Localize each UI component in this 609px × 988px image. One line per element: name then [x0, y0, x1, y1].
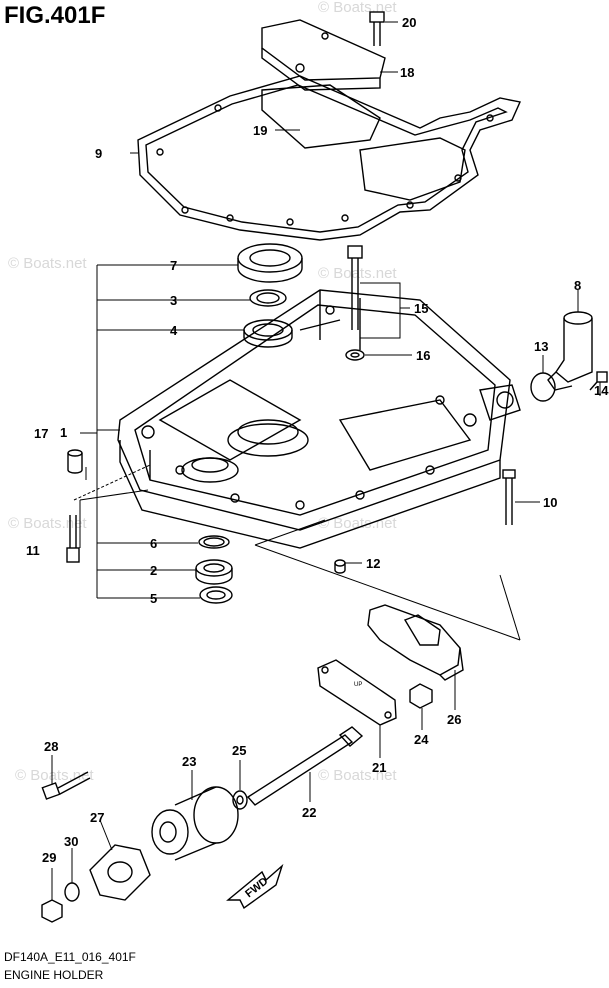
- part-3-seal[interactable]: [249, 289, 287, 307]
- drawing-code: DF140A_E11_016_401F: [4, 950, 136, 964]
- callout-29: 29: [42, 850, 56, 865]
- part-5-seal[interactable]: [199, 586, 233, 604]
- part-11-bolt[interactable]: [66, 515, 80, 563]
- callout-12: 12: [366, 556, 380, 571]
- part-27-bracket[interactable]: [89, 844, 151, 901]
- fwd-arrow: FWD: [226, 863, 284, 910]
- part-16-washer[interactable]: [345, 349, 365, 361]
- callout-22: 22: [302, 805, 316, 820]
- callout-1: 1: [60, 425, 67, 440]
- callout-24: 24: [414, 732, 429, 747]
- callout-15: 15: [414, 301, 428, 316]
- part-12-pin[interactable]: [334, 559, 346, 574]
- part-23-rubber-mount[interactable]: [151, 786, 239, 861]
- watermark: © Boats.net: [318, 0, 397, 16]
- part-26-bracket[interactable]: [367, 604, 464, 681]
- watermark: © Boats.net: [8, 255, 87, 272]
- callout-26: 26: [447, 712, 461, 727]
- part-20-bolt[interactable]: [369, 11, 385, 46]
- svg-text:UP: UP: [354, 682, 362, 688]
- callout-2: 2: [150, 563, 157, 578]
- callout-30: 30: [64, 834, 78, 849]
- part-29-nut[interactable]: [41, 899, 63, 923]
- part-15-bolt[interactable]: [347, 245, 363, 330]
- leader-lines: [51, 21, 601, 900]
- part-9-gasket[interactable]: [137, 75, 521, 241]
- figure-title: FIG.401F: [4, 2, 106, 29]
- callout-13: 13: [534, 339, 548, 354]
- callout-10: 10: [543, 495, 557, 510]
- callout-9: 9: [95, 146, 102, 161]
- callout-14: 14: [594, 383, 609, 398]
- part-21-gasket[interactable]: UP: [317, 659, 397, 726]
- part-28-bolt[interactable]: [41, 771, 91, 800]
- part-1-engine-holder[interactable]: [117, 289, 521, 549]
- watermark: © Boats.net: [8, 515, 87, 532]
- part-17-dowel[interactable]: [67, 449, 83, 474]
- part-30-washer[interactable]: [64, 882, 80, 902]
- callout-21: 21: [372, 760, 386, 775]
- callout-23: 23: [182, 754, 196, 769]
- part-6-ring[interactable]: [198, 535, 230, 549]
- callout-27: 27: [90, 810, 104, 825]
- watermark: © Boats.net: [318, 767, 397, 784]
- callout-4: 4: [170, 323, 178, 338]
- callout-25: 25: [232, 743, 246, 758]
- callout-3: 3: [170, 293, 177, 308]
- part-8-fitting[interactable]: [547, 311, 593, 391]
- part-2-bearing[interactable]: [195, 559, 233, 585]
- callout-16: 16: [416, 348, 430, 363]
- callout-19: 19: [253, 123, 267, 138]
- callout-18: 18: [400, 65, 414, 80]
- callout-6: 6: [150, 536, 157, 551]
- watermark: © Boats.net: [318, 515, 397, 532]
- callout-11: 11: [26, 543, 40, 558]
- callout-20: 20: [402, 15, 416, 30]
- callout-labels: 1 2 3 4 5 6 7 8 9 10 11 12 13 14 15 16 1…: [26, 15, 609, 865]
- part-10-bolt[interactable]: [502, 469, 516, 525]
- part-18-cover-plate[interactable]: [261, 19, 386, 91]
- part-7-bearing[interactable]: [237, 243, 303, 283]
- part-24-nut[interactable]: [409, 683, 433, 709]
- part-22-stud[interactable]: [246, 726, 364, 806]
- part-13-o-ring[interactable]: [530, 372, 556, 402]
- part-14-bolt[interactable]: [589, 371, 608, 391]
- callout-7: 7: [170, 258, 177, 273]
- part-25-washer[interactable]: [232, 790, 248, 810]
- diagram-caption: ENGINE HOLDER: [4, 968, 104, 982]
- callout-8: 8: [574, 278, 581, 293]
- callout-5: 5: [150, 591, 157, 606]
- callout-17: 17: [34, 426, 48, 441]
- callout-28: 28: [44, 739, 58, 754]
